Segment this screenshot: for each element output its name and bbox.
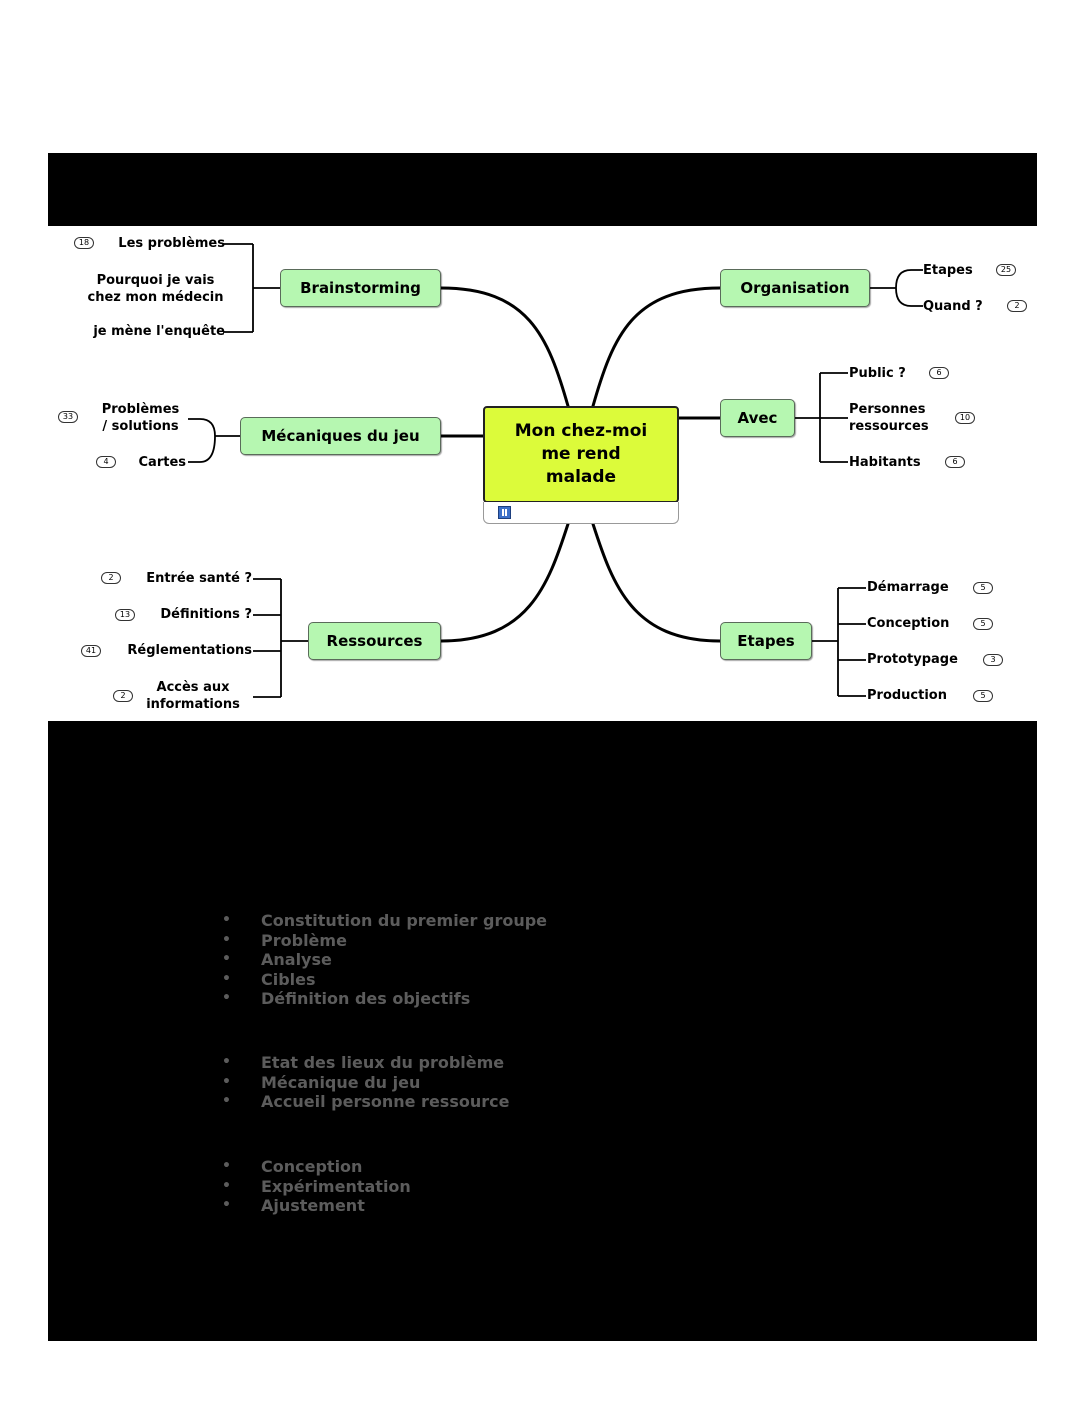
leaf-je-mene-l-enquete[interactable]: je mène l'enquête <box>93 324 225 339</box>
bullet-icon: • <box>222 951 231 967</box>
bottom-black-band <box>48 721 1037 1341</box>
leaf-prototypage[interactable]: Prototypage <box>867 652 958 667</box>
list-item: •Problème <box>222 930 347 950</box>
leaf-demarrage[interactable]: Démarrage <box>867 580 949 595</box>
leaf-production[interactable]: Production <box>867 688 947 703</box>
count-badge: 2 <box>101 572 121 584</box>
bullet-list-3: •Conception •Expérimentation •Ajustement <box>222 1157 411 1216</box>
count-badge: 2 <box>1007 300 1027 312</box>
bullet-icon: • <box>222 1158 231 1174</box>
connector-organisation <box>591 286 722 408</box>
mind-map: Mon chez-moi me rend malade Brainstormin… <box>48 226 1037 721</box>
branch-avec[interactable]: Avec <box>720 399 795 437</box>
bullet-icon: • <box>222 931 231 948</box>
connector-etapes <box>591 522 722 643</box>
leaf-acces-informations[interactable]: Accès aux informations <box>146 680 240 712</box>
list-item: •Analyse <box>222 950 332 969</box>
leaf-habitants[interactable]: Habitants <box>849 455 921 470</box>
bullet-icon: • <box>222 1073 231 1090</box>
list-item: •Constitution du premier groupe <box>222 911 548 930</box>
bullet-icon: • <box>222 1093 231 1109</box>
branch-brainstorming[interactable]: Brainstorming <box>280 269 441 307</box>
list-item: •Cibles <box>222 969 316 989</box>
list-item: •Définition des objectifs <box>222 989 471 1008</box>
connector-brainstorming <box>439 286 570 408</box>
count-badge: 6 <box>945 456 965 468</box>
bullet-list-1: •Constitution du premier groupe •Problèm… <box>222 911 547 1009</box>
leaf-problemes-solutions[interactable]: Problèmes / solutions <box>101 402 180 434</box>
bullet-icon: • <box>222 1177 231 1194</box>
list-item: •Ajustement <box>222 1196 365 1215</box>
document-icon[interactable] <box>498 506 511 519</box>
bullet-icon: • <box>222 1197 231 1213</box>
bullet-icon: • <box>222 970 231 987</box>
leaf-les-problemes[interactable]: Les problèmes <box>118 236 225 251</box>
branch-ressources[interactable]: Ressources <box>308 622 441 660</box>
bullet-icon: • <box>222 912 231 928</box>
count-badge: 18 <box>74 237 94 249</box>
branch-mecaniques-du-jeu[interactable]: Mécaniques du jeu <box>240 417 441 455</box>
branch-etapes[interactable]: Etapes <box>720 622 812 660</box>
branch-organisation[interactable]: Organisation <box>720 269 870 307</box>
central-topic[interactable]: Mon chez-moi me rend malade <box>483 406 679 503</box>
count-badge: 6 <box>929 367 949 379</box>
count-badge: 25 <box>996 264 1016 276</box>
list-item: •Mécanique du jeu <box>222 1072 421 1092</box>
leaf-entree-sante[interactable]: Entrée santé ? <box>146 571 252 586</box>
count-badge: 33 <box>58 411 78 423</box>
central-topic-footer <box>483 502 679 524</box>
count-badge: 5 <box>973 618 993 630</box>
bullet-icon: • <box>222 1054 231 1070</box>
count-badge: 2 <box>113 690 133 702</box>
connector-ressources <box>439 522 570 643</box>
top-black-band <box>48 153 1037 226</box>
list-item: •Accueil personne ressource <box>222 1092 510 1111</box>
leaf-cartes[interactable]: Cartes <box>138 455 187 470</box>
count-badge: 41 <box>81 645 101 657</box>
count-badge: 4 <box>96 456 116 468</box>
count-badge: 13 <box>115 609 135 621</box>
count-badge: 10 <box>955 412 975 424</box>
count-badge: 5 <box>973 582 993 594</box>
mind-map-connectors <box>188 243 923 698</box>
count-badge: 5 <box>973 690 993 702</box>
bullet-list-2: •Etat des lieux du problème •Mécanique d… <box>222 1053 509 1112</box>
list-item: •Expérimentation <box>222 1176 411 1196</box>
leaf-etapes[interactable]: Etapes <box>923 263 973 278</box>
bullet-icon: • <box>222 990 231 1006</box>
list-item: •Conception <box>222 1157 363 1176</box>
leaf-definitions[interactable]: Définitions ? <box>160 607 252 622</box>
leaf-conception[interactable]: Conception <box>867 616 950 631</box>
leaf-quand[interactable]: Quand ? <box>923 299 983 314</box>
leaf-pourquoi-medecin[interactable]: Pourquoi je vais chez mon médecin <box>87 273 224 305</box>
list-item: •Etat des lieux du problème <box>222 1053 505 1072</box>
leaf-reglementations[interactable]: Réglementations <box>127 643 252 658</box>
leaf-public[interactable]: Public ? <box>849 366 906 381</box>
leaf-personnes-ressources[interactable]: Personnes ressources <box>849 402 929 434</box>
count-badge: 3 <box>983 654 1003 666</box>
